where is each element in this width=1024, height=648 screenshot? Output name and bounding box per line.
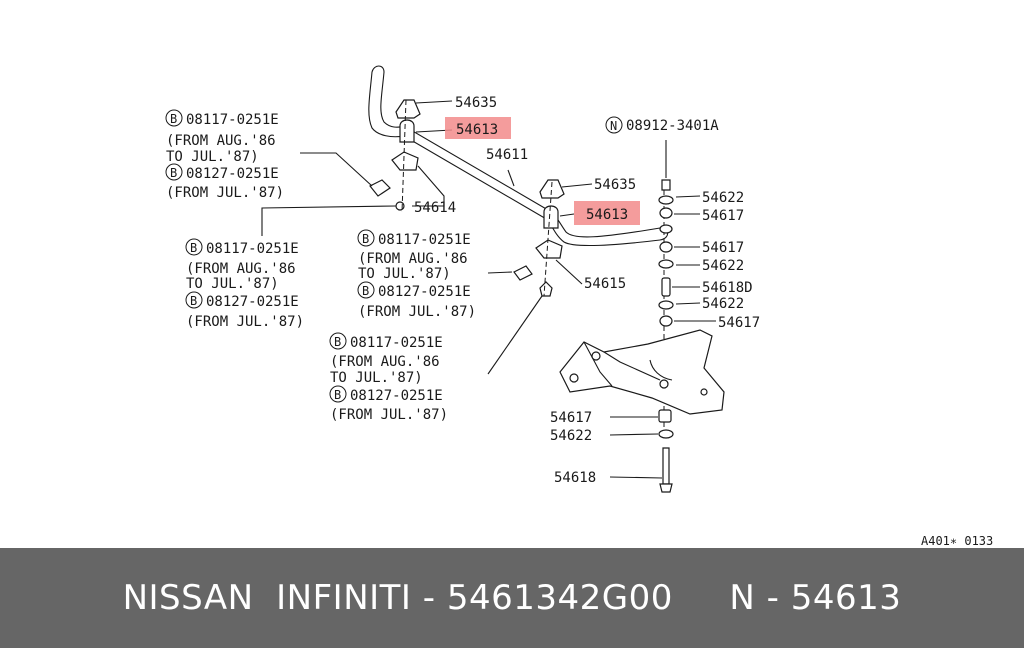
label-54611: 54611 xyxy=(486,147,528,163)
note-2-from-b: (FROM JUL.'87) xyxy=(186,314,304,330)
note-2-to-a: TO JUL.'87) xyxy=(186,276,279,292)
label-54613-top: 54613 xyxy=(456,122,498,138)
label-54622-a: 54622 xyxy=(702,190,744,206)
highlight-54613-top xyxy=(445,117,511,139)
note-3-from-a: (FROM AUG.'86 xyxy=(358,251,468,267)
note-4-part-a: 08117-0251E xyxy=(350,335,443,351)
note-1-from-a: (FROM AUG.'86 xyxy=(166,133,276,149)
b-circle-letter: B xyxy=(362,284,369,298)
note-3-part-a: 08117-0251E xyxy=(378,232,471,248)
note-2-part-a: 08117-0251E xyxy=(206,241,299,257)
label-54617-b: 54617 xyxy=(702,240,744,256)
note-group-1: B 08117-0251E (FROM AUG.'86 TO JUL.'87) … xyxy=(165,109,284,201)
link-stack-lower xyxy=(658,409,674,493)
note-1-part-a: 08117-0251E xyxy=(186,112,279,128)
note-4-to-a: TO JUL.'87) xyxy=(330,370,423,386)
b-circle-letter: B xyxy=(334,335,341,349)
label-n-bolt: 08912-3401A xyxy=(626,118,719,134)
b-circle-letter: B xyxy=(334,388,341,402)
label-54622-b: 54622 xyxy=(702,258,744,274)
note-4-from-a: (FROM AUG.'86 xyxy=(330,354,440,370)
b-circle-icon xyxy=(329,332,347,350)
label-54622-c: 54622 xyxy=(702,296,744,312)
bracket-54635-upper xyxy=(391,99,421,171)
b-circle-icon xyxy=(185,291,203,309)
note-group-4: B 08117-0251E (FROM AUG.'86 TO JUL.'87) … xyxy=(329,332,448,423)
b-circle-letter: B xyxy=(190,241,197,255)
b-circle-letter: B xyxy=(170,166,177,180)
note-group-3: B 08117-0251E (FROM AUG.'86 TO JUL.'87) … xyxy=(357,229,476,320)
b-circle-icon xyxy=(165,109,183,127)
note-3-from-b: (FROM JUL.'87) xyxy=(358,304,476,320)
label-54615: 54615 xyxy=(584,276,626,292)
b-circle-icon xyxy=(357,229,375,247)
note-3-part-b: 08127-0251E xyxy=(378,284,471,300)
b-circle-letter: B xyxy=(362,232,369,246)
label-54617-d: 54617 xyxy=(550,410,592,426)
note-1-from-b: (FROM JUL.'87) xyxy=(166,185,284,201)
label-54618d: 54618D xyxy=(702,280,753,296)
label-54635-top: 54635 xyxy=(455,95,497,111)
n-circle-icon xyxy=(605,116,623,134)
b-circle-icon xyxy=(165,163,183,181)
note-3-to-a: TO JUL.'87) xyxy=(358,266,451,282)
note-group-2: B 08117-0251E (FROM AUG.'86 TO JUL.'87) … xyxy=(185,238,304,330)
leader-lines xyxy=(261,100,716,479)
note-1-part-b: 08127-0251E xyxy=(186,166,279,182)
b-circle-icon xyxy=(185,238,203,256)
label-54614: 54614 xyxy=(414,200,456,216)
note-1-to-a: TO JUL.'87) xyxy=(166,149,259,165)
n-circle-letter: N xyxy=(610,119,617,133)
bracket-54635-middle xyxy=(535,179,565,259)
link-stack-upper xyxy=(658,179,674,327)
note-2-from-a: (FROM AUG.'86 xyxy=(186,261,296,277)
lower-control-arm xyxy=(559,329,725,415)
parts-diagram: 54635 54613 54611 54635 54613 54614 5461… xyxy=(165,65,993,548)
bolt-middle xyxy=(513,265,553,297)
highlight-54613-mid xyxy=(574,201,640,225)
note-4-from-b: (FROM JUL.'87) xyxy=(330,407,448,423)
part-number-banner: NISSAN INFINITI - 5461342G00 N - 54613 xyxy=(0,548,1024,648)
label-54635-mid: 54635 xyxy=(594,177,636,193)
b-circle-letter: B xyxy=(190,294,197,308)
b-circle-icon xyxy=(357,281,375,299)
b-circle-letter: B xyxy=(170,112,177,126)
label-54618: 54618 xyxy=(554,470,596,486)
label-54617-a: 54617 xyxy=(702,208,744,224)
label-54613-mid: 54613 xyxy=(586,207,628,223)
b-circle-icon xyxy=(329,385,347,403)
note-4-part-b: 08127-0251E xyxy=(350,388,443,404)
label-54622-d: 54622 xyxy=(550,428,592,444)
label-54617-c: 54617 xyxy=(718,315,760,331)
bolt-left-upper xyxy=(369,179,405,211)
note-2-part-b: 08127-0251E xyxy=(206,294,299,310)
reference-code: A401∗ 0133 xyxy=(921,534,993,548)
